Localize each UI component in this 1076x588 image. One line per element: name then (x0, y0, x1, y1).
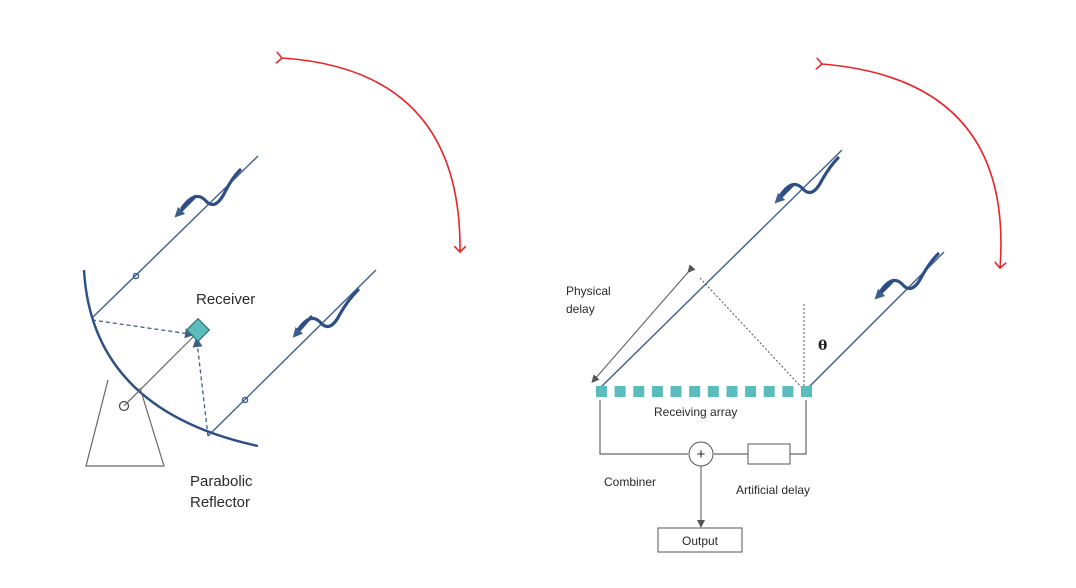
reflected-ray-upper (91, 319, 195, 339)
parabolic-dish-diagram: Receiver Parabolic Reflector (82, 58, 460, 511)
ray-marker-lower (241, 396, 249, 404)
rotation-arrow-left (282, 58, 460, 252)
output-box (657, 527, 743, 553)
perpendicular-dotted-line (699, 277, 805, 391)
reflector-label-line1: Parabolic (190, 473, 253, 490)
physical-delay-label-line1: Physical (566, 284, 611, 298)
parabolic-reflector (82, 269, 259, 448)
receiving-array-label: Receiving array (654, 405, 737, 419)
reflector-label-line2: Reflector (190, 494, 250, 511)
dish-pedestal (85, 379, 165, 467)
ray-marker-upper (132, 272, 140, 280)
physical-delay-label-line2: delay (566, 302, 595, 316)
array-feed-right (790, 400, 807, 455)
array-element (801, 386, 812, 397)
array-element (763, 386, 775, 397)
receiver-element (185, 317, 211, 343)
wave-arrow-icon-lower (292, 315, 314, 338)
array-element (651, 386, 663, 397)
array-element (670, 386, 682, 397)
receiving-array (596, 386, 812, 397)
phased-array-diagram: + Physical delay θ Receiving array Combi… (566, 64, 1001, 553)
combiner-label: Combiner (604, 475, 656, 489)
array-element (707, 386, 719, 397)
array-element (745, 386, 757, 397)
array-element (614, 386, 626, 397)
array-element (689, 386, 701, 397)
array-element (596, 386, 607, 397)
dish-support-arm (123, 333, 197, 407)
artificial-delay-label: Artificial delay (736, 483, 810, 497)
theta-label: θ (818, 338, 827, 354)
wave-arrow-icon-right (774, 182, 796, 204)
receiver-label: Receiver (196, 291, 255, 308)
physical-delay-arrow (591, 264, 696, 384)
incoming-ray-lower (207, 269, 377, 437)
array-feed-left (599, 400, 688, 455)
output-label: Output (682, 534, 719, 548)
reflected-ray-lower (192, 337, 209, 437)
wave-arrow-icon-right-lower (874, 278, 896, 300)
rotation-arrow-right (822, 64, 1001, 268)
artificial-delay-box (747, 443, 791, 465)
combiner-symbol: + (697, 446, 706, 463)
array-element (726, 386, 738, 397)
wave-arrow-icon (174, 194, 198, 218)
wavefront-line-upper (595, 149, 843, 393)
array-element (782, 386, 794, 397)
array-element (633, 386, 645, 397)
